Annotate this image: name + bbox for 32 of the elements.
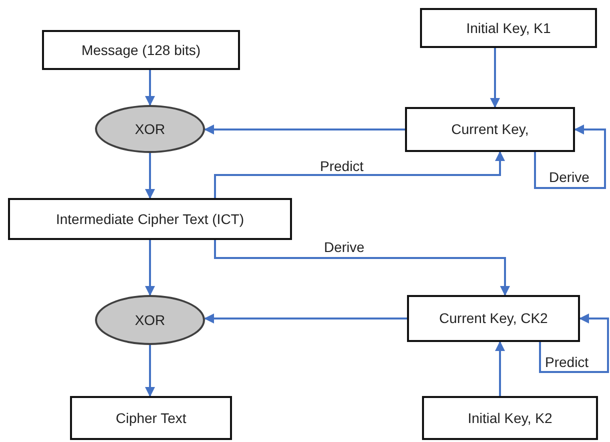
node-label: Message (128 bits) [81,42,201,58]
node-label: Initial Key, K2 [468,410,552,426]
node-label: Current Key, CK2 [439,310,548,327]
process-box [405,107,575,152]
arrow [145,345,155,397]
arrow [214,151,505,198]
arrow [495,341,505,396]
edge-label: Predict [543,355,591,370]
process-box [422,396,598,440]
arrow [214,240,510,296]
arrow [490,48,500,108]
arrow [534,124,606,189]
arrow [539,314,609,373]
arrow [204,124,405,134]
arrow [145,240,155,296]
process-box [420,8,597,48]
process-box [70,396,232,440]
arrow [145,153,155,199]
node-label: Initial Key, K1 [466,20,551,36]
node-label: Intermediate Cipher Text (ICT) [56,210,244,228]
node-label: XOR [134,120,166,138]
process-box [407,295,580,342]
edge-label: Predict [318,159,366,174]
arrow [145,70,155,106]
edge-label: Derive [547,170,592,186]
process-box [42,30,240,70]
arrow [204,314,407,324]
node-label: Current Key, [451,121,529,138]
node-label: XOR [134,312,166,328]
process-box [8,198,292,240]
edge-label: Derive [322,240,366,256]
node-label: Cipher Text [116,410,186,426]
